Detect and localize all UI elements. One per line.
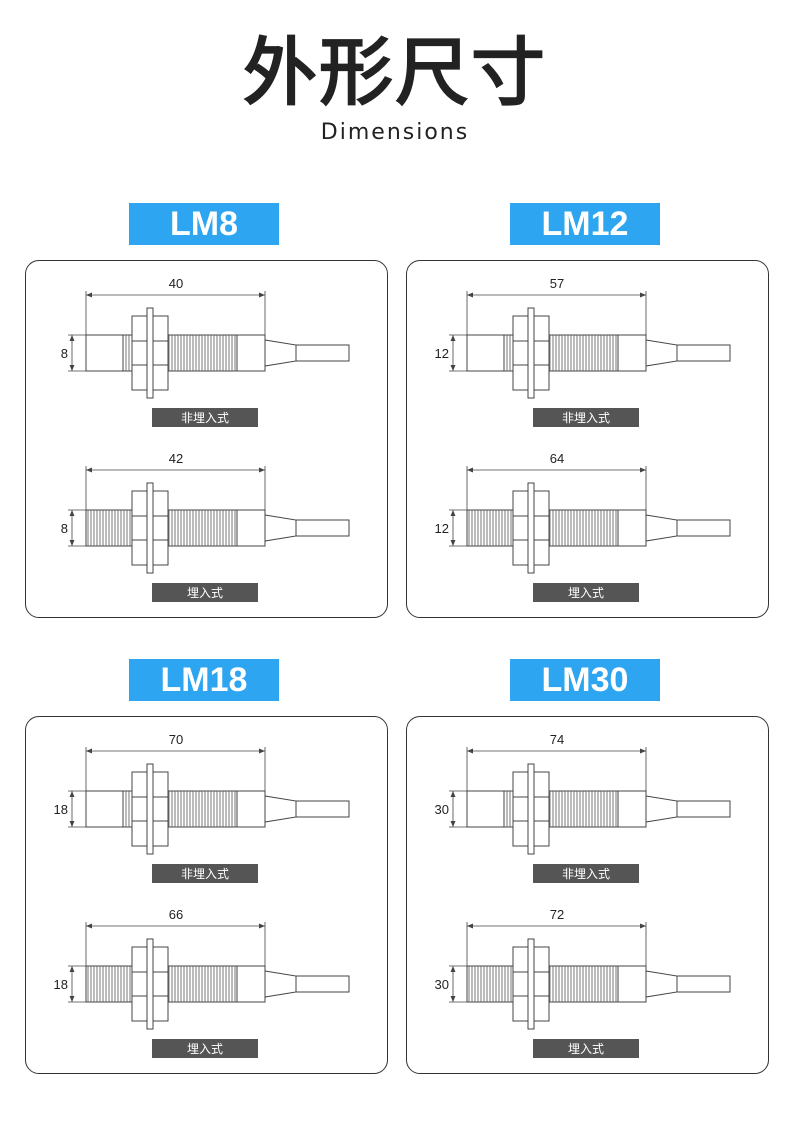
panel-lm18: 70 18 非埋入式 66 18 埋入式 <box>25 716 388 1074</box>
nonflush-sensor-drawing: 74 30 非埋入式 <box>435 732 731 883</box>
tag-lm12: LM12 <box>510 203 660 245</box>
flush-sensor-drawing: 64 12 埋入式 <box>435 451 731 602</box>
diameter-dimension: 18 <box>54 790 86 828</box>
panel-lm8: 40 8 非埋入式 42 8 埋入式 <box>25 260 388 618</box>
nonflush-sensor-drawing: 70 18 非埋入式 <box>54 732 350 883</box>
diameter-label: 8 <box>61 521 68 536</box>
sensor-drawings: 74 30 非埋入式 72 30 埋入式 <box>435 732 731 1058</box>
length-label: 70 <box>169 732 183 747</box>
diameter-dimension: 8 <box>61 509 86 547</box>
diameter-label: 18 <box>54 802 68 817</box>
diameter-label: 30 <box>435 977 449 992</box>
flush-sensor-drawing: 66 18 埋入式 <box>54 907 350 1058</box>
type-caption: 非埋入式 <box>152 864 258 883</box>
panel-lm30: 74 30 非埋入式 72 30 埋入式 <box>406 716 769 1074</box>
diameter-dimension: 18 <box>54 965 86 1003</box>
type-label: 埋入式 <box>187 1042 223 1056</box>
diameter-dimension: 12 <box>435 509 467 547</box>
length-label: 40 <box>169 276 183 291</box>
type-caption: 埋入式 <box>533 1039 639 1058</box>
sensor-drawings: 57 12 非埋入式 64 12 埋入式 <box>435 276 731 602</box>
type-label: 埋入式 <box>568 1042 604 1056</box>
type-label: 非埋入式 <box>181 867 229 881</box>
diameter-label: 18 <box>54 977 68 992</box>
type-caption: 埋入式 <box>152 583 258 602</box>
type-caption: 埋入式 <box>533 583 639 602</box>
type-label: 埋入式 <box>568 586 604 600</box>
diameter-label: 30 <box>435 802 449 817</box>
diameter-dimension: 8 <box>61 334 86 372</box>
tag-lm8: LM8 <box>129 203 279 245</box>
flush-sensor-drawing: 72 30 埋入式 <box>435 907 731 1058</box>
length-dimension: 72 <box>466 907 647 984</box>
sensor-drawings: 70 18 非埋入式 66 18 埋入式 <box>54 732 350 1058</box>
diameter-label: 8 <box>61 346 68 361</box>
flush-sensor-drawing: 42 8 埋入式 <box>61 451 350 602</box>
nonflush-sensor-drawing: 57 12 非埋入式 <box>435 276 731 427</box>
length-label: 64 <box>550 451 564 466</box>
page-title: 外形尺寸 <box>243 30 547 116</box>
diameter-label: 12 <box>435 521 449 536</box>
tag-lm30: LM30 <box>510 659 660 701</box>
diameter-label: 12 <box>435 346 449 361</box>
type-caption: 埋入式 <box>152 1039 258 1058</box>
length-label: 72 <box>550 907 564 922</box>
panel-lm12: 57 12 非埋入式 64 12 埋入式 <box>406 260 769 618</box>
tag-lm18: LM18 <box>129 659 279 701</box>
diameter-dimension: 30 <box>435 965 467 1003</box>
length-dimension: 66 <box>85 907 266 984</box>
sensor-drawings: 40 8 非埋入式 42 8 埋入式 <box>61 276 350 602</box>
length-label: 74 <box>550 732 564 747</box>
type-label: 非埋入式 <box>562 411 610 425</box>
type-caption: 非埋入式 <box>533 864 639 883</box>
type-label: 非埋入式 <box>562 867 610 881</box>
type-caption: 非埋入式 <box>152 408 258 427</box>
diameter-dimension: 30 <box>435 790 467 828</box>
page-subtitle: Dimensions <box>320 120 470 145</box>
nonflush-sensor-drawing: 40 8 非埋入式 <box>61 276 350 427</box>
type-label: 埋入式 <box>187 586 223 600</box>
type-caption: 非埋入式 <box>533 408 639 427</box>
type-label: 非埋入式 <box>181 411 229 425</box>
diameter-dimension: 12 <box>435 334 467 372</box>
length-label: 42 <box>169 451 183 466</box>
length-label: 66 <box>169 907 183 922</box>
length-label: 57 <box>550 276 564 291</box>
